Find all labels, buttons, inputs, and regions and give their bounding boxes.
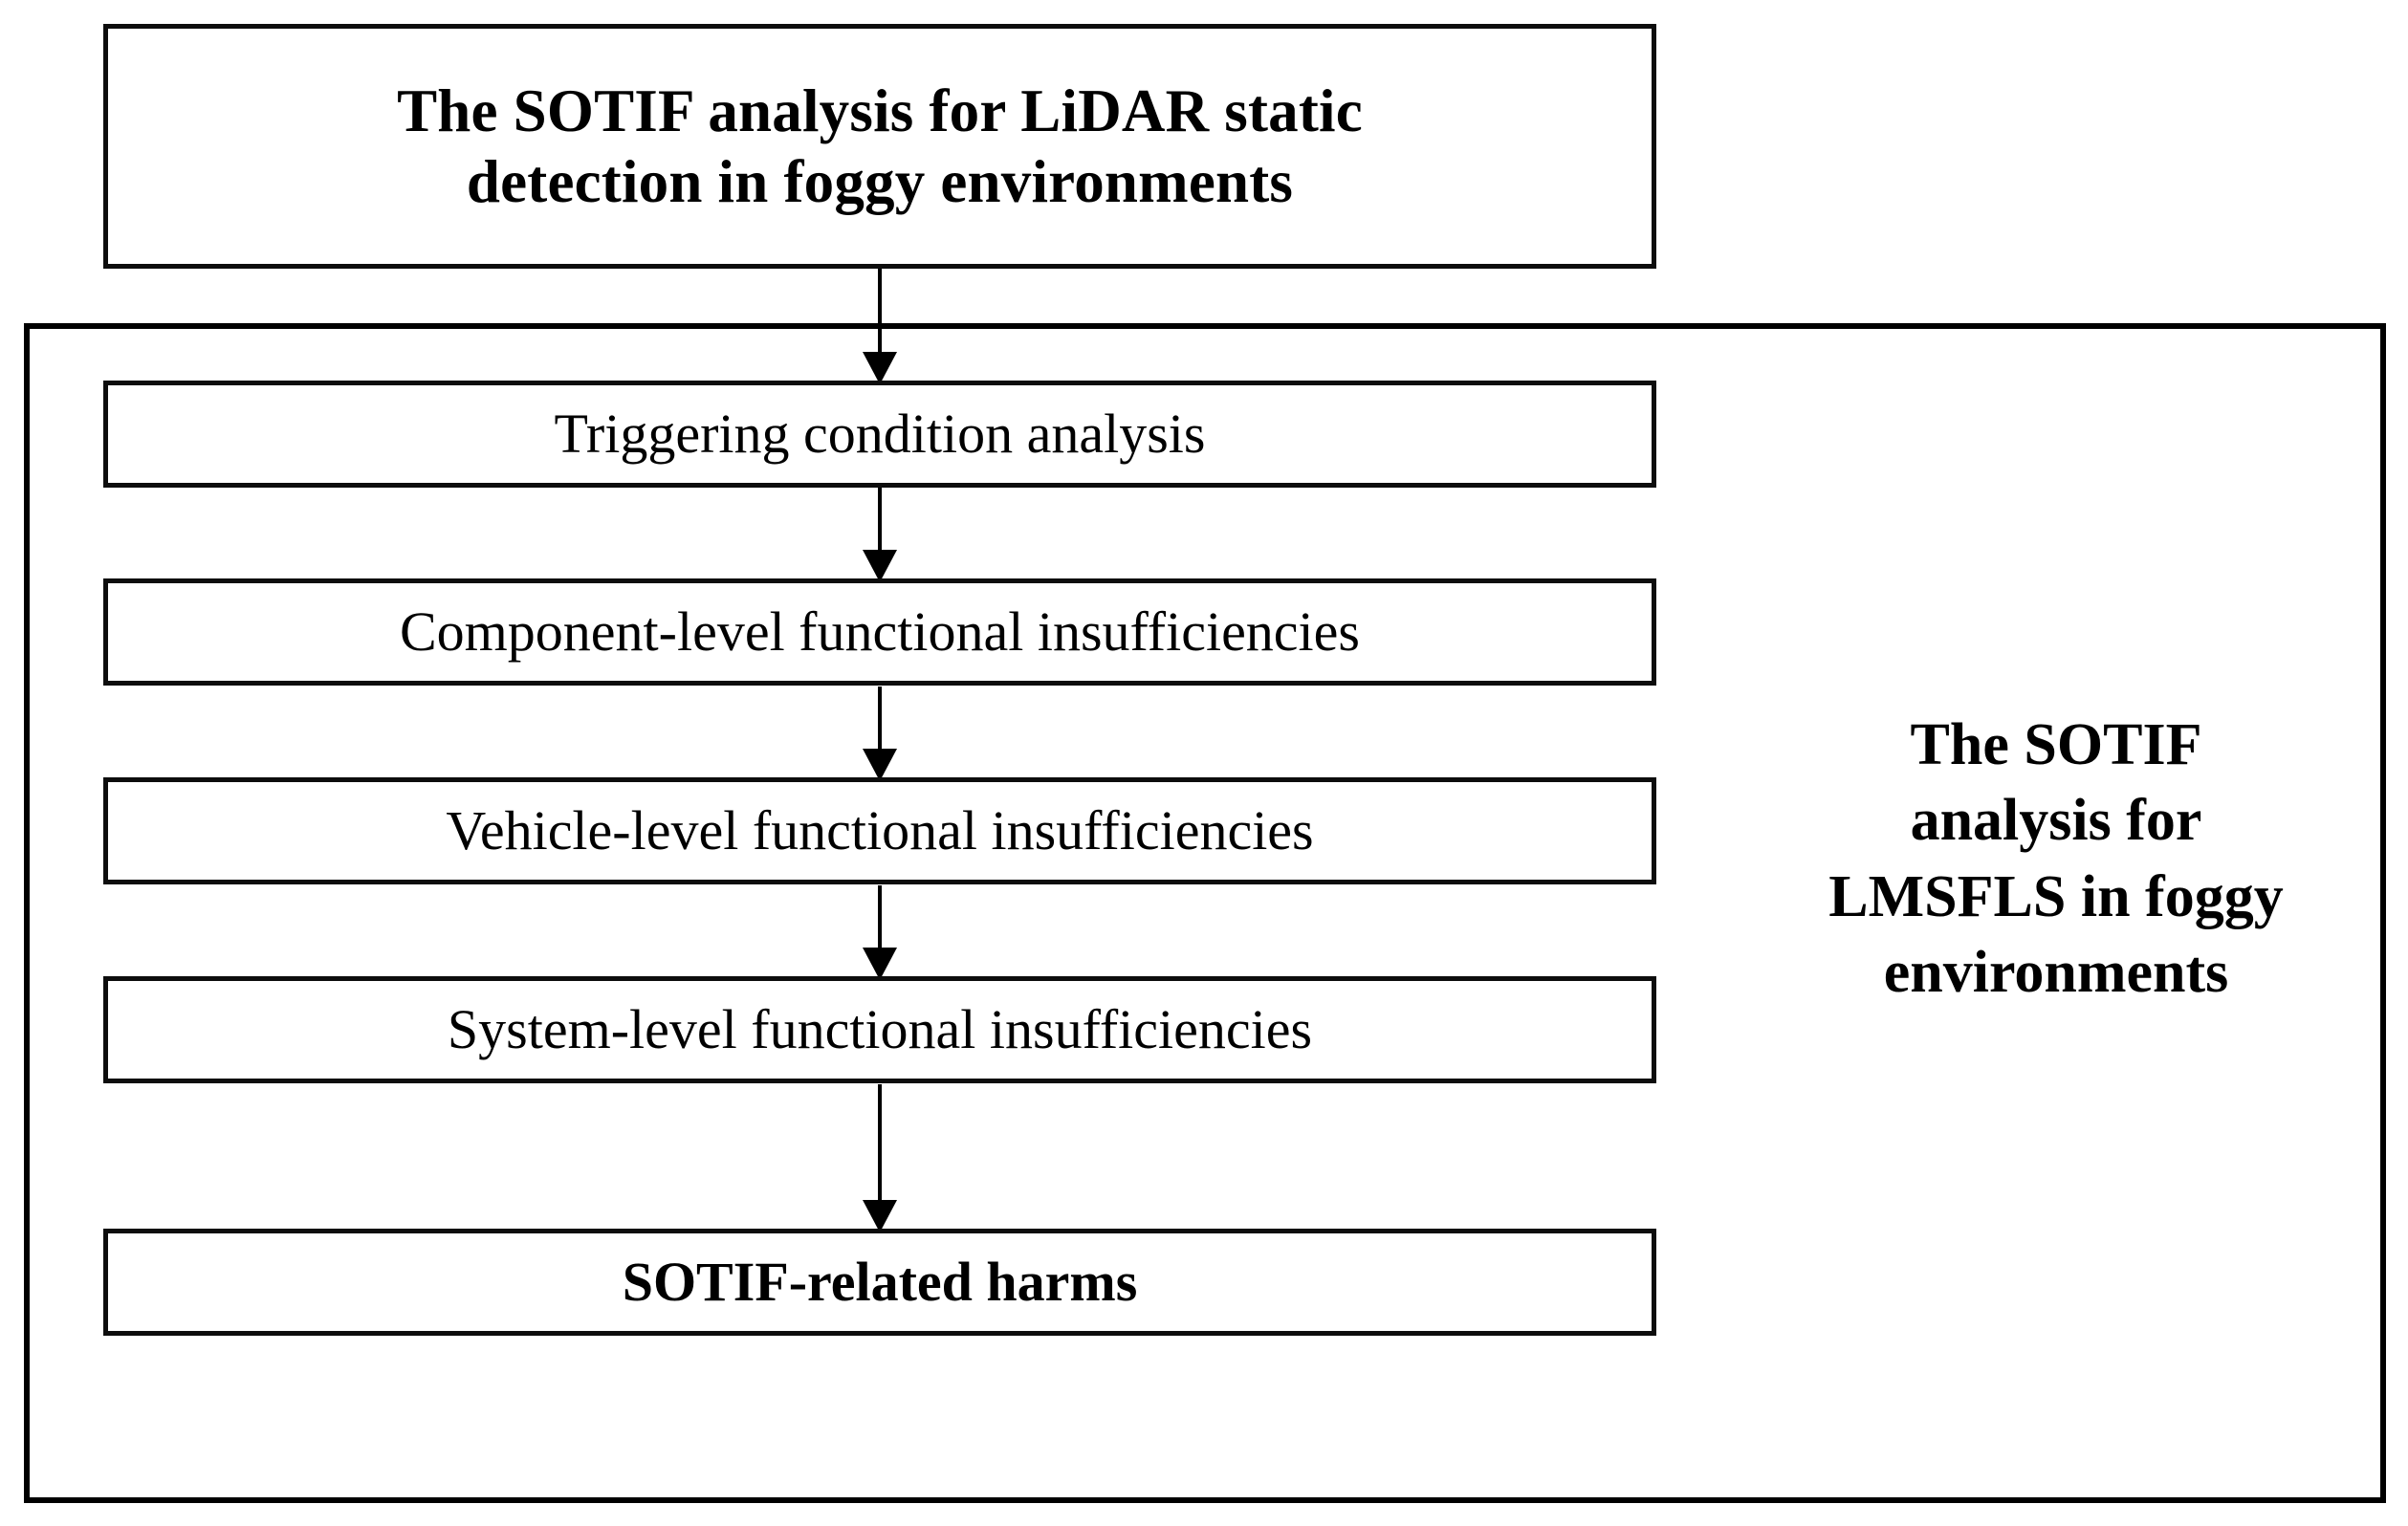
arrowhead-icon (863, 352, 897, 384)
step-label: Vehicle-level functional insufficiencies (446, 798, 1314, 861)
arrow-shaft (878, 687, 882, 779)
caption-line-4: environments (1883, 940, 2229, 1006)
step-label: SOTIF-related harms (622, 1250, 1138, 1313)
step-box-sotif-related-harms: SOTIF-related harms (103, 1229, 1656, 1336)
arrow-shaft (878, 885, 882, 978)
caption-line-2: analysis for (1910, 788, 2202, 854)
connector-arrow-step2-to-step3 (863, 687, 897, 781)
step-label: Triggering condition analysis (554, 402, 1206, 465)
caption-line-3: LMSFLS in foggy (1828, 863, 2284, 929)
step-box-system-level-functional-insufficiencies: System-level functional insufficiencies (103, 976, 1656, 1083)
title-text-block: The SOTIF analysis for LiDAR static dete… (397, 76, 1363, 218)
arrowhead-icon (863, 749, 897, 781)
lmsfls-group-caption: The SOTIF analysis for LMSFLS in foggy e… (1721, 708, 2391, 1011)
arrow-shaft (878, 488, 882, 580)
title-line-1: The SOTIF analysis for LiDAR static (397, 76, 1363, 144)
title-line-2: detection in foggy environments (466, 148, 1294, 215)
step-label: Component-level functional insufficienci… (400, 600, 1360, 663)
arrowhead-icon (863, 948, 897, 980)
step-box-triggering-condition-analysis: Triggering condition analysis (103, 381, 1656, 488)
step-box-component-level-functional-insufficiencies: Component-level functional insufficienci… (103, 578, 1656, 686)
step-label: System-level functional insufficiencies (447, 997, 1313, 1060)
sotif-analysis-title-box: The SOTIF analysis for LiDAR static dete… (103, 24, 1656, 269)
connector-arrow-step3-to-step4 (863, 885, 897, 980)
caption-line-1: The SOTIF (1910, 712, 2202, 777)
arrowhead-icon (863, 1200, 897, 1232)
step-box-vehicle-level-functional-insufficiencies: Vehicle-level functional insufficiencies (103, 777, 1656, 884)
connector-arrow-step4-to-step5 (863, 1084, 897, 1232)
arrow-shaft (878, 1084, 882, 1231)
connector-arrow-step1-to-step2 (863, 488, 897, 582)
arrowhead-icon (863, 550, 897, 582)
lmsfls-group-boundary (24, 323, 2386, 1503)
